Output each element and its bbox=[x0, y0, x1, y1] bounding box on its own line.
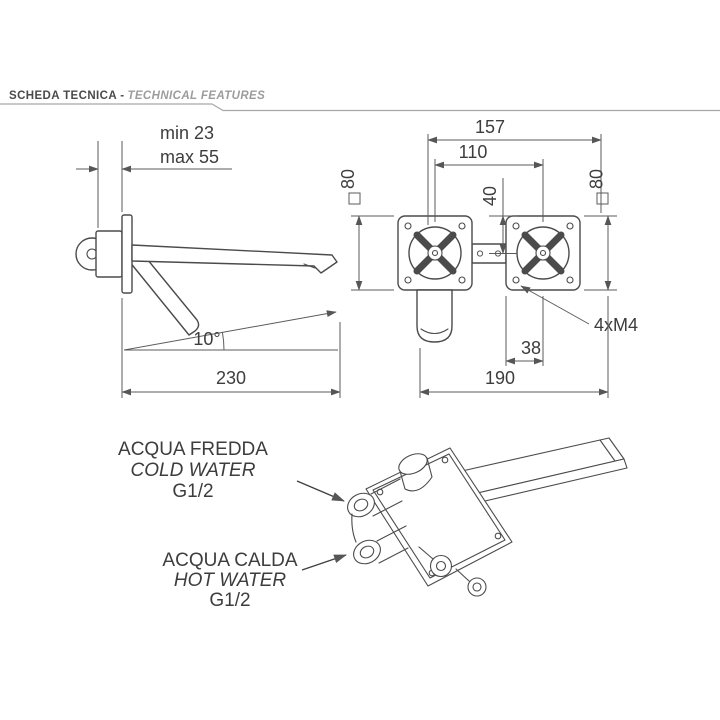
dim-80-left-label: 80 bbox=[338, 169, 358, 189]
plate-screw bbox=[494, 532, 502, 540]
hot-water-thread-label: G1/2 bbox=[209, 590, 250, 611]
cartridge-body bbox=[399, 457, 433, 492]
front-dim-80-right: 80 bbox=[584, 169, 617, 291]
cold-inlet-port bbox=[353, 498, 369, 512]
front-dim-40: 40 bbox=[480, 178, 517, 255]
left-cross-handle bbox=[408, 226, 462, 280]
cold-water-label-en: COLD WATER bbox=[131, 460, 256, 481]
sheet-title-secondary: TECHNICAL FEATURES bbox=[127, 90, 266, 102]
spout-front bbox=[416, 289, 453, 343]
handle-ring bbox=[408, 226, 462, 280]
front-dim-80-left: 80 bbox=[338, 169, 394, 291]
front-dim-38: 38 bbox=[505, 296, 544, 366]
cold-water-annotation: ACQUA FREDDA COLD WATER G1/2 bbox=[118, 439, 345, 502]
plate-screw bbox=[566, 222, 574, 230]
dim-190-label: 190 bbox=[485, 368, 515, 388]
plate-screw bbox=[441, 456, 449, 464]
wall-plate-side bbox=[121, 214, 133, 294]
cold-water-thread-label: G1/2 bbox=[172, 481, 213, 502]
front-dim-110: 110 bbox=[434, 142, 544, 222]
perspective-view: ACQUA FREDDA COLD WATER G1/2 ACQUA CALDA… bbox=[118, 437, 628, 611]
dim-157-label: 157 bbox=[475, 117, 505, 137]
plate-screw bbox=[512, 222, 520, 230]
angle-slanted-line bbox=[123, 310, 337, 351]
outlet-port-stem bbox=[455, 568, 470, 582]
plate-screw bbox=[566, 276, 574, 284]
aerator-line bbox=[303, 263, 316, 269]
handle-hub-dot bbox=[431, 249, 439, 257]
hot-inlet-port bbox=[359, 545, 375, 559]
dim-depth-max-label: max 55 bbox=[160, 147, 219, 167]
screws-label: 4xM4 bbox=[594, 315, 638, 335]
spout-front-curve bbox=[420, 328, 449, 335]
dim-80-right-label: 80 bbox=[587, 169, 607, 189]
front-view-faucet bbox=[397, 215, 581, 343]
hot-water-label-en: HOT WATER bbox=[174, 570, 287, 591]
front-view: 157 110 80 80 bbox=[338, 117, 638, 398]
cold-inlet bbox=[347, 492, 375, 518]
perspective-faucet bbox=[347, 437, 628, 597]
hot-water-annotation: ACQUA CALDA HOT WATER G1/2 bbox=[162, 550, 347, 611]
lever-side bbox=[128, 253, 200, 336]
plate-screw bbox=[512, 276, 520, 284]
hot-inlet-body bbox=[376, 525, 409, 564]
plate-screw bbox=[458, 276, 466, 284]
leader-line bbox=[520, 285, 590, 325]
side-dim-length: 230 bbox=[121, 298, 341, 398]
spout-tip-fold bbox=[599, 439, 616, 462]
inwall-body-side bbox=[95, 230, 123, 278]
dim-40-label: 40 bbox=[480, 186, 500, 206]
outlet-port bbox=[467, 577, 487, 597]
side-view-faucet bbox=[75, 214, 338, 336]
dim-length-label: 230 bbox=[216, 368, 246, 388]
front-dim-190: 190 bbox=[419, 296, 609, 398]
side-view: min 23 max 55 10° 230 bbox=[75, 123, 341, 398]
side-dim-angle: 10° bbox=[123, 310, 338, 351]
cold-water-label-it: ACQUA FREDDA bbox=[118, 439, 268, 460]
handle-hub bbox=[427, 245, 443, 261]
angle-arc bbox=[221, 332, 225, 351]
spout-side bbox=[131, 244, 338, 274]
plate-screw bbox=[458, 222, 466, 230]
side-dim-depth: min 23 max 55 bbox=[76, 123, 232, 228]
outlet-port-hole bbox=[435, 560, 447, 572]
dim-38-label: 38 bbox=[521, 338, 541, 358]
dim-110-label: 110 bbox=[459, 142, 488, 162]
outlet-port-hole bbox=[472, 582, 482, 592]
plate-screw bbox=[404, 222, 412, 230]
square-symbol bbox=[596, 192, 609, 205]
outlet-port-stem bbox=[418, 546, 434, 560]
handle-hub bbox=[535, 245, 551, 261]
valve-link bbox=[351, 513, 357, 543]
cold-water-arrow bbox=[296, 480, 345, 502]
front-screws-callout: 4xM4 bbox=[520, 285, 638, 335]
hot-water-label-it: ACQUA CALDA bbox=[162, 550, 297, 571]
hot-inlet bbox=[353, 539, 381, 565]
outlet-port bbox=[429, 554, 453, 578]
sheet-header: SCHEDA TECNICA -TECHNICAL FEATURES bbox=[9, 86, 265, 104]
hot-water-arrow bbox=[301, 554, 347, 571]
handle-hub-dot bbox=[539, 249, 547, 257]
dim-angle-label: 10° bbox=[193, 329, 220, 349]
bar-screw bbox=[476, 250, 484, 257]
plate-screw bbox=[404, 276, 412, 284]
header-rule bbox=[0, 103, 720, 112]
cold-inlet-body bbox=[370, 478, 403, 517]
sheet-title-primary: SCHEDA TECNICA - bbox=[9, 90, 125, 102]
dim-depth-min-label: min 23 bbox=[160, 123, 214, 143]
front-dim-157: 157 bbox=[427, 117, 602, 225]
square-symbol bbox=[348, 192, 361, 205]
